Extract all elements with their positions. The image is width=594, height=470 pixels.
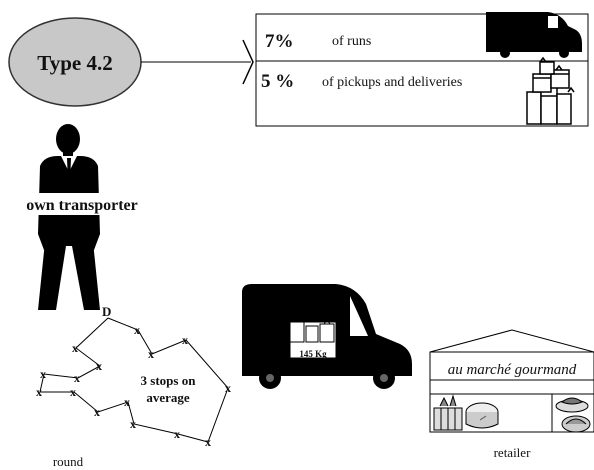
stat-label-runs: of runs [332,34,371,49]
transporter-label: own transporter [26,197,138,214]
stop-marker: x [124,395,130,409]
stat-label-deliveries: of pickups and deliveries [322,75,462,90]
stats-frame [255,13,589,127]
stops-text-line1: 3 stops on [141,373,197,388]
roast-icon [561,415,591,433]
bracket-arrow [242,39,254,85]
stats-box: 7% of runs 5 % of pickups and deliveries [255,12,589,127]
stop-marker: x [182,333,188,347]
depot-label: D [102,304,111,319]
cheese-icon [465,402,499,429]
stop-marker: x [130,417,136,431]
transporter-figure [38,124,100,310]
retailer-caption: retailer [494,445,531,460]
shop-roof [429,329,594,353]
stop-marker: x [74,371,80,385]
stop-marker: x [174,427,180,441]
stop-marker: x [40,367,46,381]
route-path [39,317,229,443]
stop-marker: x [96,359,102,373]
basket-icon [433,394,463,431]
retailer-shop: au marché gourmand retailer [429,329,594,460]
stop-marker: x [148,347,154,361]
stop-marker: x [36,385,42,399]
stop-marker: x [94,405,100,419]
van-icon [486,12,582,58]
van-load-label: 145 Kg [299,349,327,359]
cargo-boxes-icon [289,317,337,359]
stop-marker: x [70,385,76,399]
type-group: Type 4.2 [8,17,254,107]
round-caption: round [53,454,84,469]
stop-marker: x [205,435,211,449]
stacked-boxes-icon [526,56,575,125]
fish-platter-icon [555,397,589,413]
stop-marker: x [72,341,78,355]
stat-value-runs: 7% [265,31,294,52]
stop-marker: x [134,323,140,337]
stop-markers: x x x x x x x x x x x x x x x [36,323,231,449]
stops-text-line2: average [146,390,190,405]
shop-front [429,351,594,433]
shop-sign: au marché gourmand [448,362,577,378]
delivery-route: D x x x x x x x x x x x x x x x 3 stops … [36,304,231,469]
stat-value-deliveries: 5 % [261,71,294,92]
transporter-label-bg [6,193,156,215]
large-van: 145 Kg [242,284,412,389]
type-label: Type 4.2 [37,51,112,75]
stop-marker: x [225,381,231,395]
